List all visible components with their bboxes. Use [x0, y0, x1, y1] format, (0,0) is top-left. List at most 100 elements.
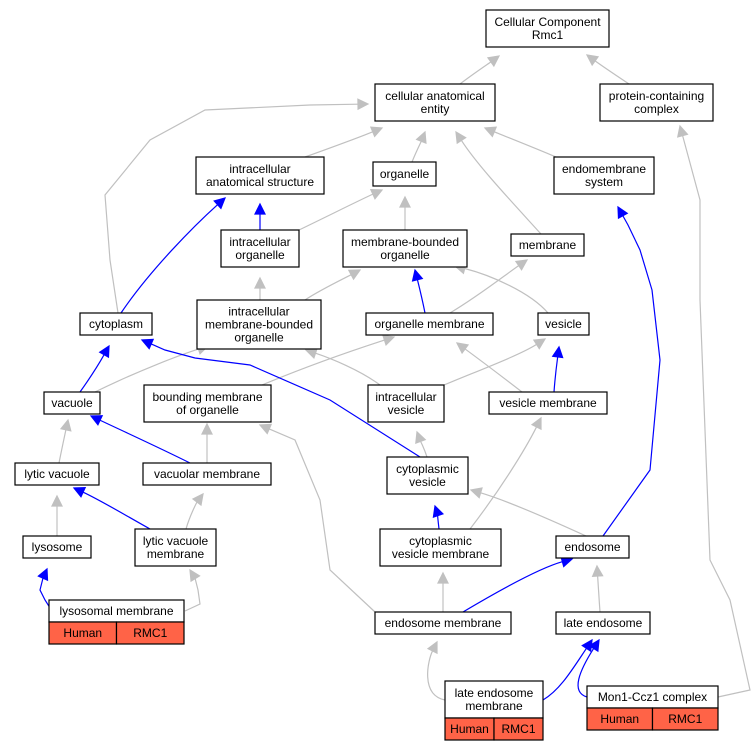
edge-vm-to-om	[455, 342, 523, 393]
node-vesicle[interactable]: vesicle	[537, 312, 590, 336]
edge-om-to-membrane	[449, 259, 529, 314]
node-label: cytoplasmic	[396, 462, 459, 476]
arrowhead-icon	[189, 568, 201, 583]
arrowhead-icon	[304, 347, 318, 360]
node-box	[537, 312, 590, 336]
node-label: entity	[421, 102, 450, 116]
node-box	[488, 391, 608, 415]
node-label: organelle	[235, 248, 285, 262]
arrowhead-icon	[37, 567, 49, 582]
node-label: membrane-bounded	[205, 318, 313, 332]
node-label: vacuolar membrane	[154, 467, 260, 481]
node-vacuole[interactable]: vacuole	[43, 391, 101, 415]
node-le[interactable]: late endosome	[555, 611, 651, 635]
annotation-cell	[493, 717, 544, 741]
edge-cvm-to-vm	[469, 416, 542, 530]
arrowhead-icon	[455, 130, 467, 145]
arrowhead-icon	[254, 202, 266, 215]
edge-line	[464, 267, 549, 314]
node-label: lysosome	[32, 540, 83, 554]
node-lv[interactable]: lytic vacuole	[14, 462, 100, 486]
node-box	[555, 535, 630, 559]
edge-line	[542, 647, 587, 701]
edge-pcc-to-root	[585, 54, 630, 85]
node-om[interactable]: organelle membrane	[365, 312, 494, 336]
node-label: lysosomal membrane	[59, 604, 173, 618]
node-vacm[interactable]: vacuolar membrane	[142, 462, 272, 486]
node-organelle[interactable]: organelle	[372, 161, 437, 187]
edge-imbo-to-io	[254, 276, 266, 300]
node-membrane[interactable]: membrane	[510, 233, 585, 257]
node-box	[555, 611, 651, 635]
arrowhead-icon	[89, 415, 104, 426]
node-box	[143, 384, 272, 423]
node-vm[interactable]: vesicle membrane	[488, 391, 608, 415]
edge-line	[304, 131, 373, 158]
node-box	[22, 535, 92, 559]
edge-line	[104, 103, 359, 314]
arrowhead-icon	[437, 571, 449, 584]
arrowhead-icon	[455, 342, 470, 355]
edge-io-to-organelle	[298, 188, 384, 231]
arrowhead-icon	[201, 422, 213, 435]
edge-cae-to-root	[459, 55, 501, 85]
edge-line	[494, 131, 557, 158]
edge-layer	[37, 54, 751, 701]
annotation-label: RMC1	[668, 712, 702, 726]
edge-lv-to-vacuole	[58, 418, 72, 464]
edge-imbo-to-mbo	[304, 269, 362, 301]
node-box	[553, 156, 655, 195]
node-cytoplasm[interactable]: cytoplasm	[79, 312, 153, 336]
edge-mon1-to-pcc	[677, 124, 751, 698]
node-label: vacuole	[51, 396, 93, 410]
node-label: membrane-bounded	[351, 235, 459, 249]
node-label: endomembrane	[562, 162, 646, 176]
node-box	[79, 312, 153, 336]
node-lysosome[interactable]: lysosome	[22, 535, 92, 559]
node-em[interactable]: endosome membrane	[374, 611, 512, 635]
edge-cv-to-cytoplasm	[140, 338, 421, 458]
node-label: organelle	[380, 167, 430, 181]
arrowhead-icon	[72, 487, 87, 498]
node-box	[365, 312, 494, 336]
node-box	[142, 462, 272, 486]
node-label: membrane	[519, 238, 577, 252]
node-label: cellular anatomical	[385, 89, 484, 103]
arrowhead-icon	[369, 126, 384, 138]
arrowhead-icon	[191, 492, 204, 507]
edge-line	[261, 339, 385, 386]
arrowhead-icon	[369, 188, 384, 200]
node-box	[374, 83, 496, 122]
edge-line	[449, 265, 520, 314]
edge-line	[268, 428, 376, 613]
annotation-label: Human	[450, 722, 489, 736]
edge-lem-to-em	[426, 640, 446, 701]
edge-lvm-to-lv	[72, 487, 151, 530]
edge-lysm-to-lysosome	[37, 567, 53, 612]
edge-line	[82, 491, 151, 530]
edge-om-to-mbo	[411, 268, 426, 314]
node-endosome[interactable]: endosome	[555, 535, 630, 559]
arrowhead-icon	[140, 338, 155, 350]
edge-mbo-to-organelle	[399, 195, 411, 230]
node-box	[342, 229, 468, 268]
node-label: anatomical structure	[206, 175, 314, 189]
node-box	[195, 156, 325, 195]
